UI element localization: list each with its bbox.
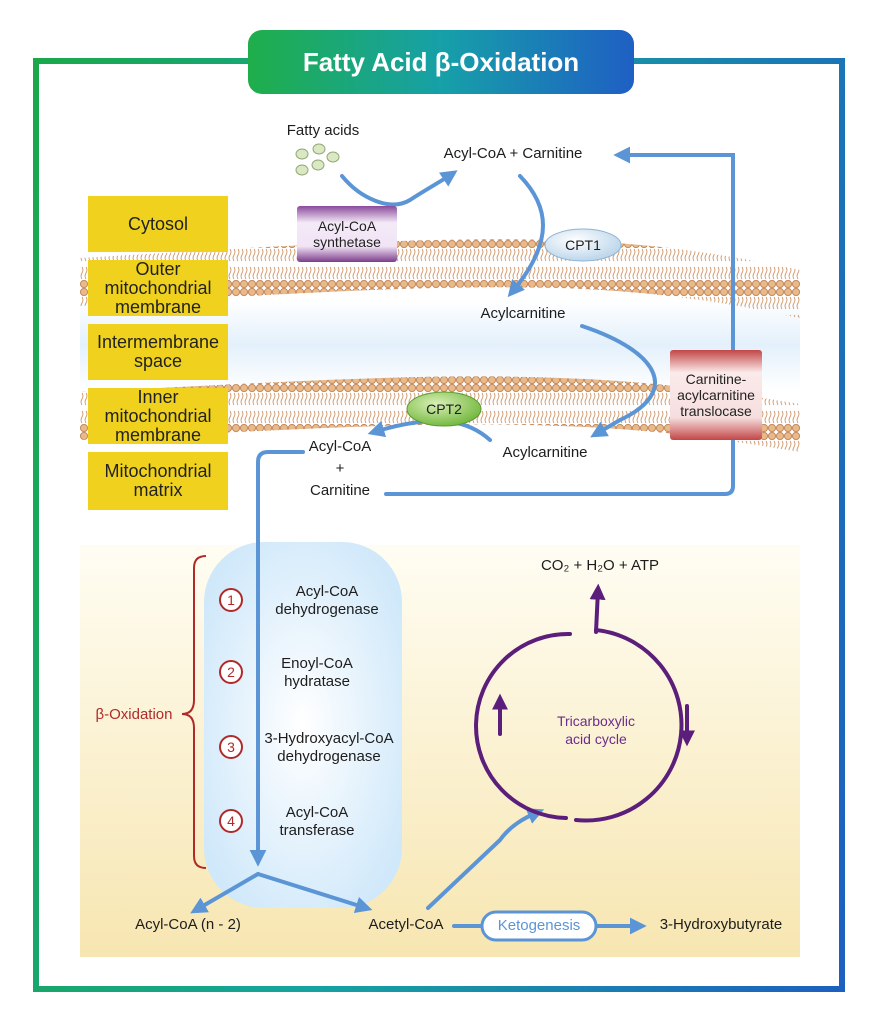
step-3-enzyme-line1: 3-Hydroxyacyl-CoA — [264, 730, 394, 747]
step-1-enzyme-line1: Acyl-CoA — [295, 583, 359, 600]
arrow-acyl-coa-to-acylcarnitine — [507, 174, 545, 298]
label-fatty-acids: Fatty acids — [286, 122, 360, 139]
compartment-cytosol: Cytosol — [88, 196, 228, 252]
fatty-acid-droplets — [295, 143, 340, 176]
step-3-badge: 3 — [219, 735, 243, 759]
step-3-enzyme-line2: dehydrogenase — [277, 748, 381, 765]
cpt2-enzyme-shape — [406, 391, 482, 427]
compartment-mitochondrial-matrix: Mitochondrial matrix — [88, 452, 228, 510]
label-acetyl-coa: Acetyl-CoA — [368, 916, 444, 933]
label-acyl-coa-matrix-line1: Acyl-CoA — [308, 438, 372, 455]
label-acyl-coa-matrix-line3: Carnitine — [309, 482, 371, 499]
arrow-to-acetyl-coa — [256, 872, 373, 913]
cpt2-label: CPT2 — [426, 401, 462, 417]
acyl-coa-synthetase-box: Acyl-CoA synthetase — [297, 206, 397, 262]
cpt1-label: CPT1 — [565, 237, 601, 253]
step-2-enzyme-line1: Enoyl-CoA — [281, 655, 353, 672]
arrow-into-beta-oxidation — [249, 450, 305, 867]
tca-output-arrow — [589, 583, 606, 634]
step-1-badge: 1 — [219, 588, 243, 612]
carnitine-acylcarnitine-translocase-box: Carnitine-acylcarnitine translocase — [670, 350, 762, 440]
outer-membrane — [80, 239, 800, 318]
beta-oxidation-label: β-Oxidation — [95, 706, 173, 723]
label-acyl-coa-n-minus-2: Acyl-CoA (n - 2) — [135, 916, 241, 933]
arrow-carnitine-return — [613, 146, 735, 352]
beta-oxidation-bracket — [181, 555, 207, 869]
step-1-enzyme-line2: dehydrogenase — [275, 601, 379, 618]
tca-cycle-label-line2: acid cycle — [565, 731, 627, 747]
arrow-to-acyl-coa-n2 — [190, 872, 260, 914]
label-acyl-coa-carnitine: Acyl-CoA + Carnitine — [443, 145, 583, 162]
arrow-acetyl-coa-to-tca — [426, 808, 545, 910]
compartment-intermembrane-space: Intermembrane space — [88, 324, 228, 380]
tca-cycle-label-line1: Tricarboxylic — [556, 713, 636, 729]
beta-oxidation-panel — [204, 542, 402, 908]
arrow-carnitine-to-translocase — [384, 438, 735, 496]
compartment-inner-membrane: Inner mitochondrial membrane — [88, 387, 228, 444]
diagram-title: Fatty Acid β-Oxidation — [248, 30, 634, 94]
arrow-acylcarnitine-to-translocase — [580, 324, 657, 438]
label-acylcarnitine-matrix: Acylcarnitine — [502, 444, 588, 461]
step-2-badge: 2 — [219, 660, 243, 684]
ketogenesis-label: Ketogenesis — [497, 917, 581, 934]
matrix-background — [80, 545, 800, 957]
label-3-hydroxybutyrate: 3-Hydroxybutyrate — [659, 916, 783, 933]
compartment-outer-membrane: Outer mitochondrial membrane — [88, 259, 228, 316]
label-acylcarnitine-intermembrane: Acylcarnitine — [480, 305, 566, 322]
tca-cycle-arc-left — [473, 631, 572, 820]
step-4-badge: 4 — [219, 809, 243, 833]
label-acyl-coa-matrix-line2: + — [335, 460, 345, 477]
label-co2-h2o-atp: CO₂ + H₂O + ATP — [540, 557, 660, 574]
arrow-fatty-acids-to-acyl-coa — [340, 170, 458, 207]
step-4-enzyme-line2: transferase — [279, 822, 355, 839]
step-4-enzyme-line1: Acyl-CoA — [285, 804, 349, 821]
cpt1-enzyme-shape — [544, 228, 622, 262]
step-2-enzyme-line2: hydratase — [284, 673, 350, 690]
ketogenesis-shape — [480, 910, 598, 942]
